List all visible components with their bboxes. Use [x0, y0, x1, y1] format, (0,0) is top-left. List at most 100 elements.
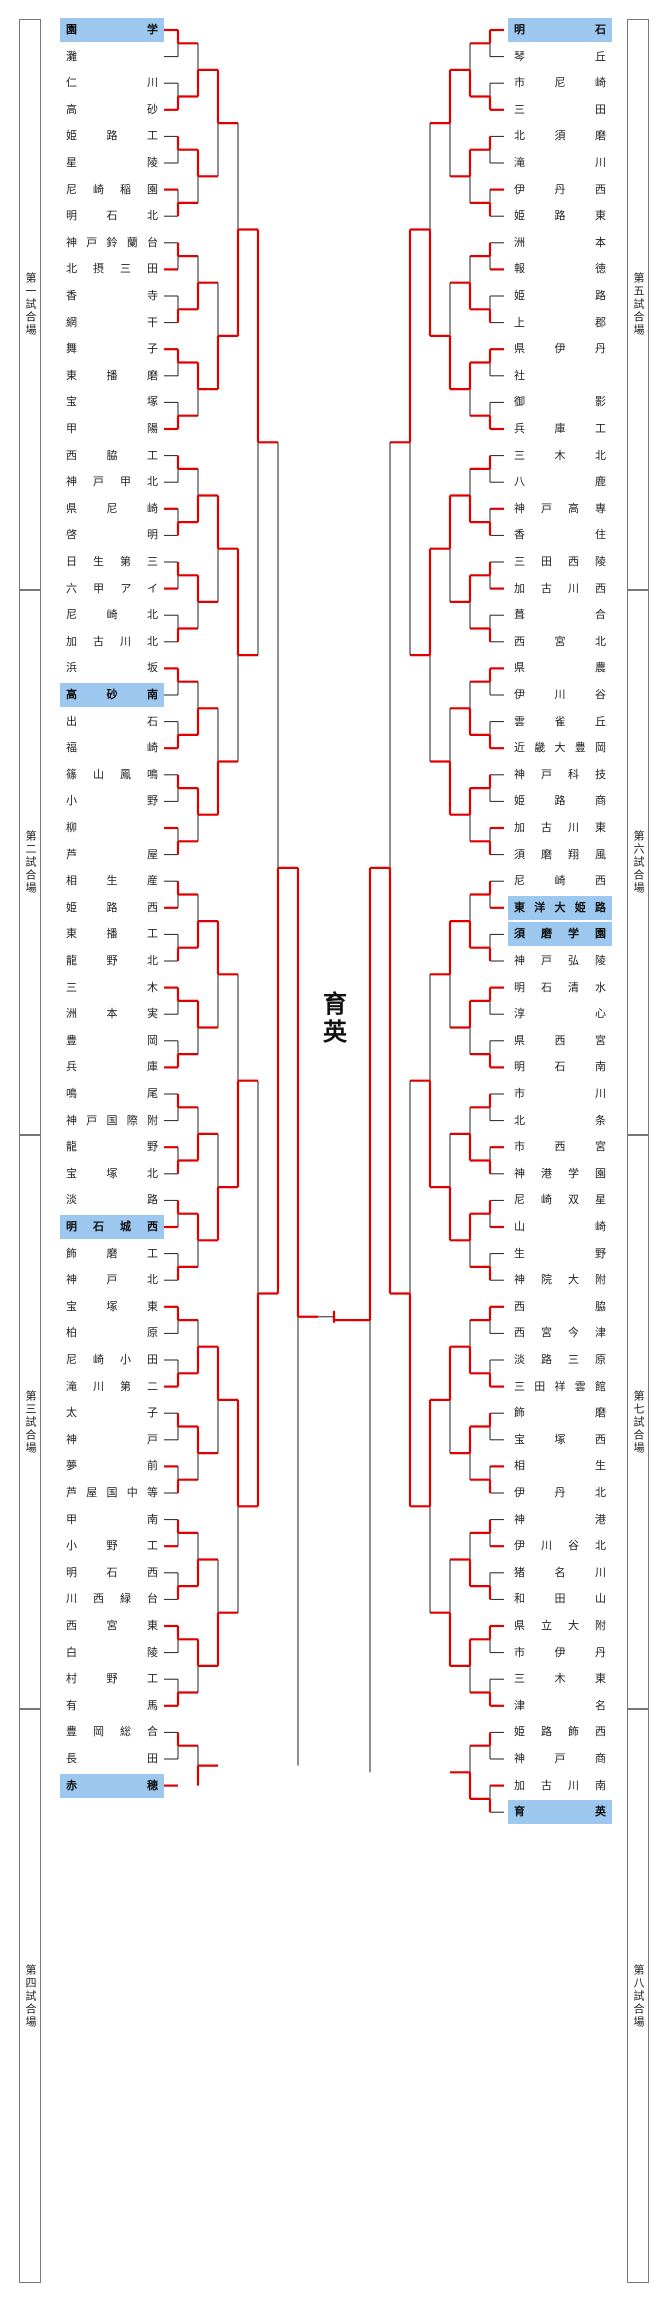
left-team-5: 星陵: [66, 156, 158, 169]
venue-5-label: 第五試合場: [632, 272, 645, 337]
left-team-9: 北摂三田: [66, 262, 158, 276]
left-team-49: 柏原: [66, 1326, 158, 1340]
right-team-24: 県農: [514, 661, 606, 675]
left-team-29: 小野: [66, 794, 158, 808]
left-team-45: 明石城西: [60, 1215, 164, 1239]
left-team-4: 姫路工: [66, 129, 158, 143]
right-team-27: 近畿大豊岡: [514, 741, 606, 755]
left-team-47: 神戸北: [66, 1273, 158, 1287]
right-team-60: 県立大附: [514, 1619, 606, 1632]
right-team-9: 報徳: [514, 262, 606, 276]
right-team-10: 姫路: [514, 289, 606, 302]
left-team-60: 西宮東: [66, 1619, 158, 1632]
right-team-32: 尼崎西: [514, 874, 606, 888]
left-team-33: 姫路西: [66, 900, 158, 914]
right-team-11: 上郡: [514, 315, 606, 329]
left-team-39: 兵庫: [66, 1060, 158, 1074]
left-team-35: 龍野北: [66, 954, 158, 967]
right-team-35: 神戸弘陵: [514, 954, 606, 967]
left-team-1: 灘: [66, 49, 77, 63]
right-team-28: 神戸科技: [514, 767, 606, 781]
right-team-12: 県伊丹: [514, 342, 606, 356]
right-team-50: 淡路三原: [514, 1353, 606, 1366]
left-team-37: 洲本実: [66, 1007, 158, 1021]
left-team-2: 仁川: [66, 76, 158, 90]
left-team-61: 白陵: [66, 1645, 158, 1659]
left-team-53: 神戸: [66, 1432, 158, 1446]
right-team-2: 市尼崎: [514, 76, 606, 90]
right-team-67: 育英: [508, 1800, 612, 1825]
left-team-55: 芦屋国中等: [66, 1486, 158, 1499]
right-team-7: 姫路東: [514, 209, 606, 223]
left-team-59: 川西緑台: [66, 1592, 158, 1606]
left-team-13: 東播磨: [66, 368, 158, 382]
left-team-20: 日生第三: [66, 555, 158, 568]
right-team-1: 琴丘: [514, 49, 606, 63]
venue-4-label: 第四試合場: [24, 1963, 37, 2029]
left-team-8: 神戸鈴蘭台: [66, 235, 158, 249]
right-team-29: 姫路商: [514, 794, 606, 808]
left-team-6: 尼崎稲園: [66, 182, 158, 196]
right-team-19: 香住: [514, 528, 606, 542]
left-team-7: 明石北: [66, 209, 158, 223]
left-team-19: 啓明: [66, 528, 158, 542]
right-team-45: 山崎: [514, 1220, 606, 1233]
left-team-11: 網干: [66, 315, 158, 329]
champion-label: 育英: [310, 990, 360, 1046]
left-team-63: 有馬: [66, 1698, 158, 1712]
right-team-65: 神戸商: [514, 1752, 606, 1765]
left-team-31: 芦屋: [66, 847, 158, 861]
left-team-15: 甲陽: [66, 422, 158, 435]
left-team-48: 宝塚東: [66, 1299, 158, 1313]
right-team-63: 津名: [514, 1698, 606, 1712]
right-team-58: 猪名川: [514, 1565, 606, 1579]
left-team-27: 福崎: [66, 741, 158, 755]
champion-name: 育英: [323, 990, 347, 1046]
left-team-66: 赤穂: [60, 1773, 164, 1798]
left-team-44: 淡路: [66, 1193, 158, 1207]
left-team-40: 鳴尾: [66, 1087, 158, 1100]
left-team-38: 豊岡: [66, 1033, 158, 1047]
left-team-41: 神戸国際附: [66, 1113, 158, 1127]
left-team-28: 篠山鳳鳴: [66, 767, 158, 781]
right-team-22: 葺合: [514, 608, 606, 622]
right-team-25: 伊川谷: [514, 688, 606, 701]
left-team-50: 尼崎小田: [66, 1353, 158, 1366]
left-team-26: 出石: [66, 714, 158, 728]
right-team-56: 神港: [514, 1512, 606, 1526]
venue-1-label: 第一試合場: [24, 272, 37, 337]
right-team-44: 尼崎双星: [514, 1193, 606, 1207]
venue-label: 第五試合場: [627, 19, 649, 590]
right-team-42: 市西宮: [514, 1140, 606, 1154]
right-team-57: 伊川谷北: [514, 1539, 606, 1553]
right-team-55: 伊丹北: [514, 1486, 606, 1499]
right-team-8: 洲本: [514, 235, 606, 249]
venue-label: 第三試合場: [19, 1135, 41, 1709]
venue-label: 第二試合場: [19, 590, 41, 1135]
venue-label: 第一試合場: [19, 19, 41, 590]
right-team-47: 神院大附: [514, 1273, 606, 1287]
right-team-18: 神戸高専: [514, 501, 606, 515]
right-team-30: 加古川東: [514, 821, 606, 834]
venue-label: 第四試合場: [19, 1709, 41, 2283]
left-team-21: 六甲アイ: [66, 581, 158, 595]
right-team-16: 三木北: [514, 448, 606, 462]
left-team-25: 高砂南: [60, 683, 164, 707]
right-team-5: 滝川: [514, 156, 606, 169]
right-team-20: 三田西陵: [514, 555, 606, 568]
venue-label: 第八試合場: [627, 1709, 649, 2283]
right-team-48: 西脇: [514, 1299, 606, 1313]
right-team-34: 須磨学園: [508, 922, 612, 947]
venue-3-label: 第三試合場: [24, 1389, 37, 1455]
left-team-54: 夢前: [66, 1459, 158, 1473]
right-team-66: 加古川南: [514, 1778, 606, 1792]
left-team-42: 龍野: [66, 1140, 158, 1154]
right-team-53: 宝塚西: [514, 1432, 606, 1446]
right-team-61: 市伊丹: [514, 1645, 606, 1659]
venue-6-label: 第六試合場: [632, 830, 645, 895]
left-team-46: 飾磨工: [66, 1246, 158, 1260]
left-team-34: 東播工: [66, 927, 158, 941]
left-team-62: 村野工: [66, 1672, 158, 1686]
right-team-26: 雲雀丘: [514, 714, 606, 728]
right-team-51: 三田祥雲館: [514, 1379, 606, 1393]
